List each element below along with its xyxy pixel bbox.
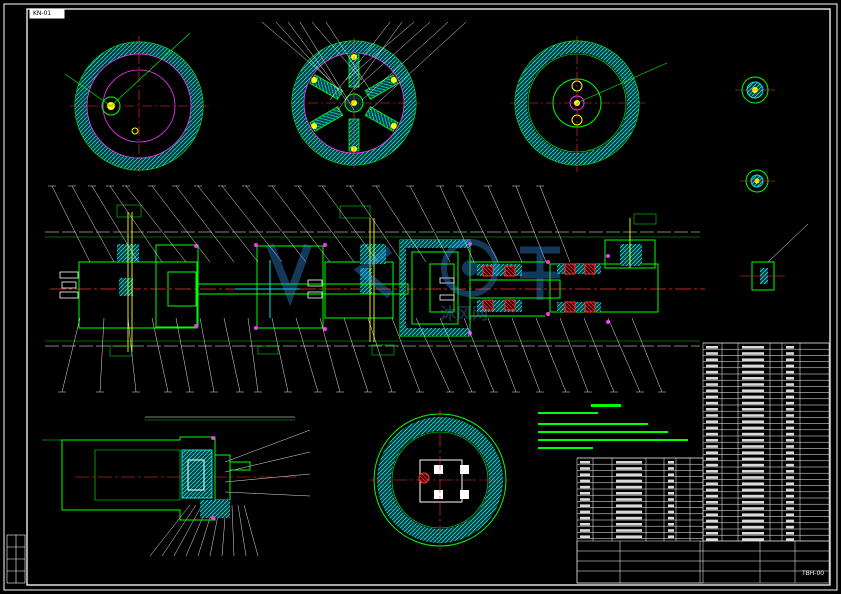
watermark-logo (266, 239, 560, 307)
section-view-lower-left (42, 416, 300, 521)
part-leader-lines (48, 21, 666, 557)
technical-notes (538, 404, 688, 449)
section-view-disc-1 (64, 32, 210, 176)
main-assembly-section (45, 204, 809, 357)
title-block-parts-list (576, 342, 830, 584)
watermark-text: 沐风网 (440, 304, 489, 323)
drawing-number: TBH-00 (802, 570, 825, 577)
section-view-disc-3 (510, 36, 668, 172)
binding-strip (6, 534, 26, 584)
sheet-tag: KN-01 (31, 9, 54, 18)
detail-view-small (735, 76, 775, 193)
section-view-lower-circle (370, 410, 510, 550)
section-view-cam (290, 38, 420, 168)
